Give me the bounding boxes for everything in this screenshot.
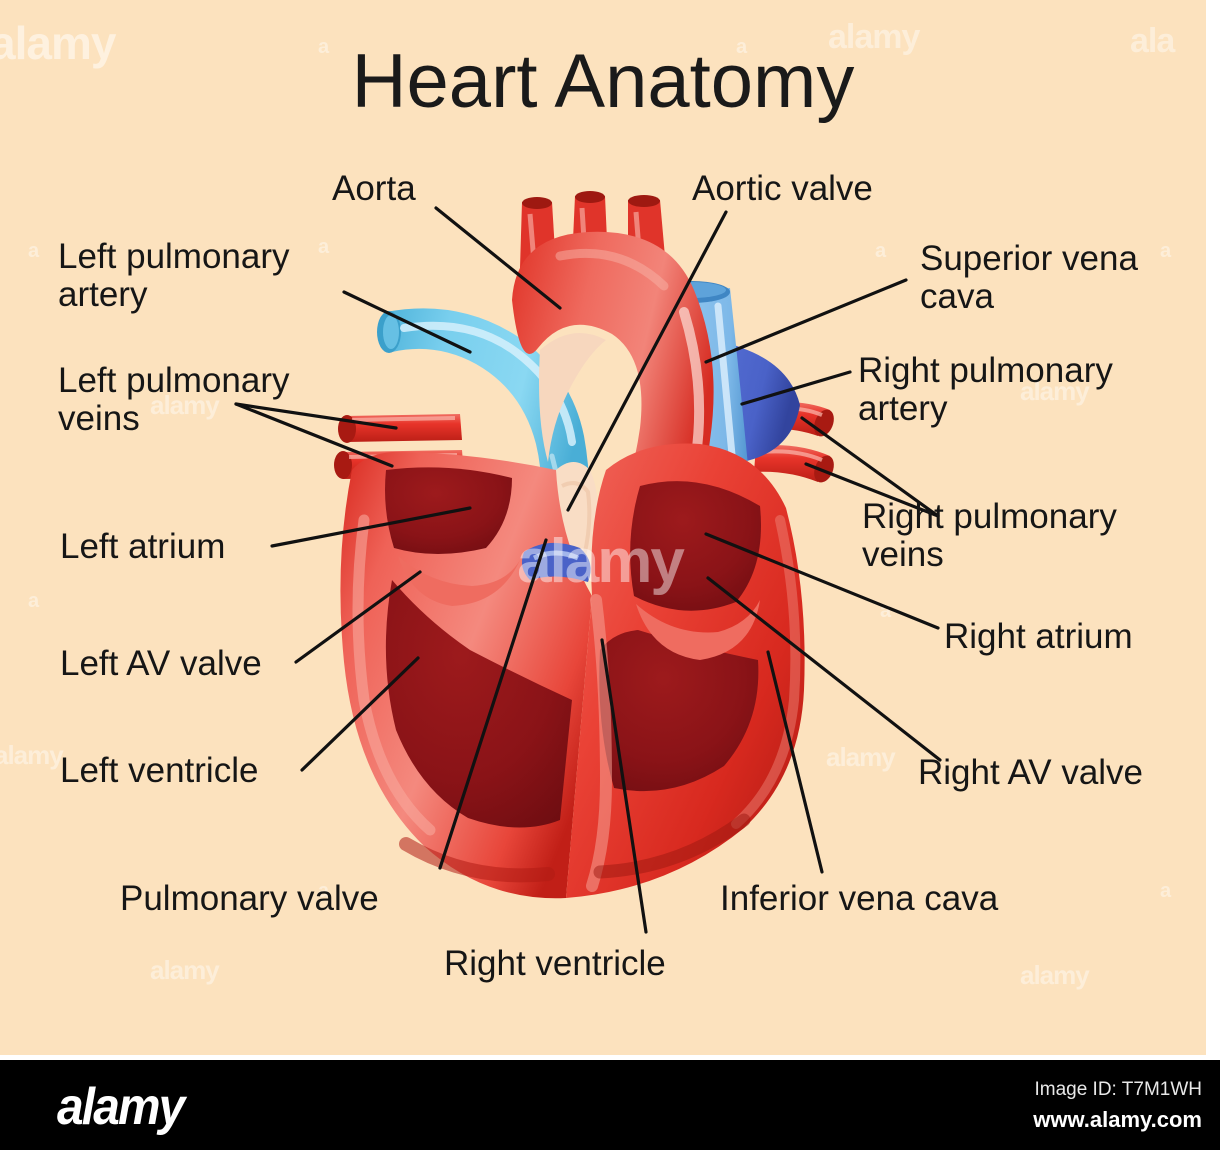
label-aortic-valve: Aortic valve	[692, 169, 873, 208]
label-aorta: Aorta	[332, 169, 416, 208]
label-left-atrium: Left atrium	[60, 527, 226, 566]
label-right-ventricle: Right ventricle	[444, 944, 666, 983]
bottom-edge-strip	[0, 1055, 1220, 1060]
label-superior-vena-cava: Superior vena cava	[920, 239, 1138, 316]
label-right-pulmonary-artery: Right pulmonary artery	[858, 351, 1113, 428]
label-left-pulmonary-veins: Left pulmonary veins	[58, 361, 290, 438]
right-edge-strip	[1206, 0, 1220, 1060]
right-heart-muscle	[566, 443, 805, 898]
alamy-footer-bar: alamy Image ID: T7M1WH www.alamy.com	[0, 1060, 1220, 1150]
label-inferior-vena-cava: Inferior vena cava	[720, 879, 999, 918]
label-left-av-valve: Left AV valve	[60, 644, 262, 683]
label-pulmonary-valve: Pulmonary valve	[120, 879, 379, 918]
watermark-center: alamy	[517, 527, 685, 596]
label-left-pulmonary-artery: Left pulmonary artery	[58, 237, 290, 314]
illustration-canvas: alamy a a alamy ala a a a a alamy alamy …	[0, 0, 1206, 1055]
label-right-atrium: Right atrium	[944, 617, 1133, 656]
label-right-av-valve: Right AV valve	[918, 753, 1144, 792]
image-id-text: Image ID: T7M1WH	[1034, 1079, 1202, 1100]
label-left-ventricle: Left ventricle	[60, 751, 259, 790]
alamy-url-text: www.alamy.com	[1033, 1107, 1202, 1132]
alamy-logo: alamy	[57, 1078, 185, 1136]
label-right-pulmonary-veins: Right pulmonary veins	[862, 497, 1117, 574]
page-title: Heart Anatomy	[351, 39, 855, 124]
left-heart-muscle	[340, 452, 592, 899]
